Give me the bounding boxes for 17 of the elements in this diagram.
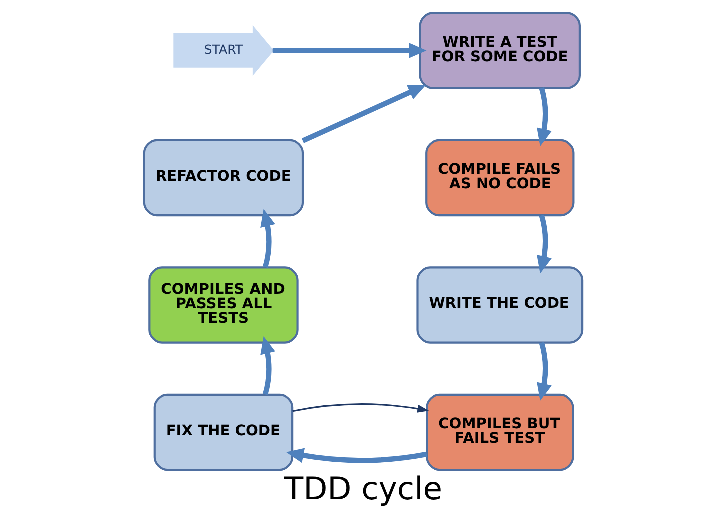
node-box: COMPILE FAILS AS NO CODE (426, 138, 575, 216)
arrow (286, 448, 428, 463)
node-box: WRITE THE CODE (416, 266, 584, 344)
arrow (272, 42, 427, 58)
arrow (537, 342, 552, 400)
arrow (537, 87, 552, 146)
arrow (537, 214, 552, 274)
node-box: WRITE A TEST FOR SOME CODE (419, 12, 581, 89)
arrow (302, 84, 426, 143)
node-box: COMPILES AND PASSES ALL TESTS (148, 266, 299, 344)
node-box: FIX THE CODE (154, 393, 294, 471)
arrow (260, 336, 276, 395)
diagram-title: TDD cycle (284, 470, 443, 507)
arrow (260, 208, 276, 268)
node-box: REFACTOR CODE (143, 138, 304, 216)
node-box: COMPILES BUT FAILS TEST (426, 393, 574, 471)
arrow (292, 403, 430, 412)
